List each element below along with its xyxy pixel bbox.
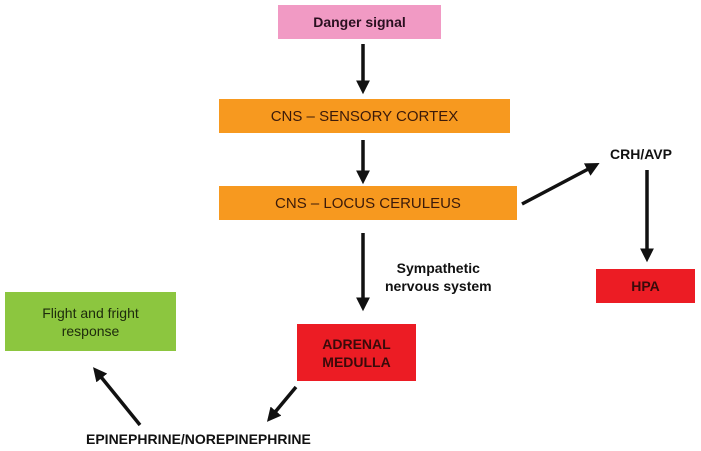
- adrenal-line-2: MEDULLA: [322, 353, 391, 370]
- hpa-node: HPA: [596, 269, 695, 303]
- adrenal-line-1: ADRENAL: [322, 335, 391, 352]
- danger-signal-node: Danger signal: [278, 5, 441, 39]
- locus-ceruleus-label: CNS – LOCUS CERULEUS: [275, 194, 461, 212]
- sympathetic-line-2: nervous system: [385, 278, 492, 294]
- flight-line-2: response: [61, 322, 120, 339]
- danger-signal-label: Danger signal: [313, 14, 406, 30]
- epinephrine-norepinephrine-label: EPINEPHRINE/NOREPINEPHRINE: [86, 431, 311, 447]
- flight-line-1: Flight and fright: [42, 304, 139, 321]
- sympathetic-line-1: Sympathetic: [396, 260, 480, 276]
- arrow-epinephrine-to-flight: [93, 367, 142, 427]
- arrow-adrenal-to-epinephrine: [266, 385, 298, 422]
- flight-fright-response-node: Flight and fright response: [5, 292, 176, 351]
- sympathetic-nervous-system-label: Sympathetic nervous system: [385, 259, 492, 295]
- sensory-cortex-label: CNS – SENSORY CORTEX: [270, 107, 459, 125]
- locus-ceruleus-node: CNS – LOCUS CERULEUS: [219, 186, 517, 220]
- sensory-cortex-node: CNS – SENSORY CORTEX: [219, 99, 510, 133]
- crh-avp-label: CRH/AVP: [610, 146, 672, 162]
- arrow-locus-to-crh: [521, 163, 600, 206]
- hpa-label: HPA: [631, 278, 660, 294]
- adrenal-medulla-node: ADRENAL MEDULLA: [297, 324, 416, 381]
